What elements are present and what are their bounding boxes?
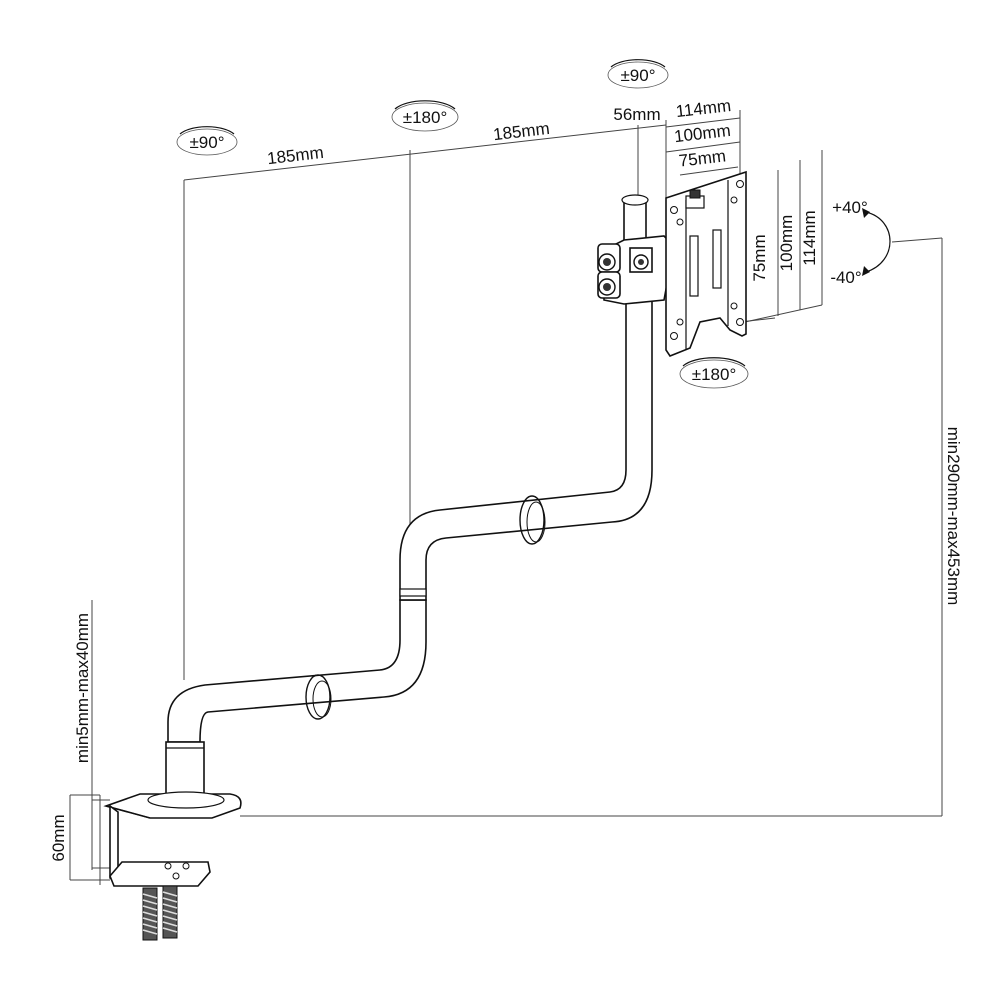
vesa-h-114-label: 114mm: [675, 96, 732, 121]
vesa-v-75-label: 75mm: [750, 234, 769, 281]
joint-collar: [399, 588, 427, 597]
tilt-up-label: +40°: [832, 198, 868, 217]
mid-swivel-label: ±180°: [403, 108, 448, 127]
clamp-lower-plate: [109, 861, 211, 887]
rotation-bubble-mid: ±180°: [391, 100, 459, 132]
clamp-screws: [142, 885, 178, 941]
vesa-v-114-label: 114mm: [800, 210, 819, 265]
desk-thickness-label: min5mm-max40mm: [73, 613, 92, 763]
rotation-bubble-head: ±90°: [607, 59, 669, 89]
cable-clip-upper: [519, 495, 546, 545]
tilt-down-label: -40°: [830, 268, 861, 287]
height-range-label: min290mm-max453mm: [944, 427, 963, 606]
rotation-bubble-plate: ±180°: [679, 357, 749, 389]
arm-structure: [103, 170, 747, 941]
plate-rotate-label: ±180°: [692, 365, 737, 384]
arm1-length-label: 185mm: [266, 143, 324, 168]
clamp-height-label: 60mm: [49, 814, 68, 861]
vesa-v-100-label: 100mm: [777, 215, 796, 272]
tilt-arc: +40° -40°: [830, 198, 891, 287]
arm2-length-label: 185mm: [492, 119, 550, 144]
cable-clip-lower: [305, 674, 332, 720]
head-swivel-label: ±90°: [620, 66, 655, 85]
vesa-plate: [665, 170, 747, 357]
vesa-h-75-label: 75mm: [678, 146, 727, 170]
dimension-lines: [69, 110, 943, 885]
tilt-head: [597, 194, 675, 305]
lower-arm-tube: [167, 599, 427, 743]
dimension-labels: 185mm 185mm 56mm 114mm 100mm 75mm 75mm 1…: [49, 96, 963, 862]
head-offset-label: 56mm: [613, 105, 660, 124]
upper-arm-tube: [399, 299, 653, 601]
base-swivel-label: ±90°: [189, 133, 224, 152]
rotation-bubble-base: ±90°: [176, 126, 238, 156]
pole: [165, 741, 205, 799]
